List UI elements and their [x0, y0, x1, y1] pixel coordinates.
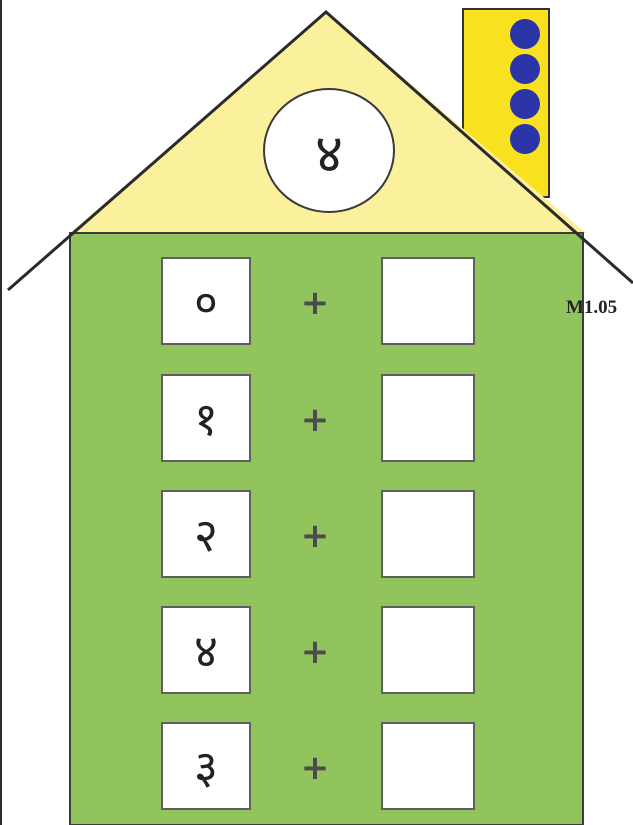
answer-box[interactable]: [381, 257, 475, 345]
plus-sign: +: [300, 283, 330, 323]
plus-sign: +: [300, 632, 330, 672]
roof-number-circle: ४: [263, 88, 395, 213]
answer-box[interactable]: [381, 490, 475, 578]
addend-box: ०: [161, 257, 251, 345]
addend-box: १: [161, 374, 251, 462]
addend-box: २: [161, 490, 251, 578]
plus-sign: +: [300, 400, 330, 440]
code-label: M1.05: [566, 297, 617, 319]
addend-box: ४: [161, 606, 251, 694]
answer-box[interactable]: [381, 722, 475, 810]
plus-sign: +: [300, 748, 330, 788]
plus-sign: +: [300, 516, 330, 556]
answer-box[interactable]: [381, 374, 475, 462]
addend-box: ३: [161, 722, 251, 810]
answer-box[interactable]: [381, 606, 475, 694]
